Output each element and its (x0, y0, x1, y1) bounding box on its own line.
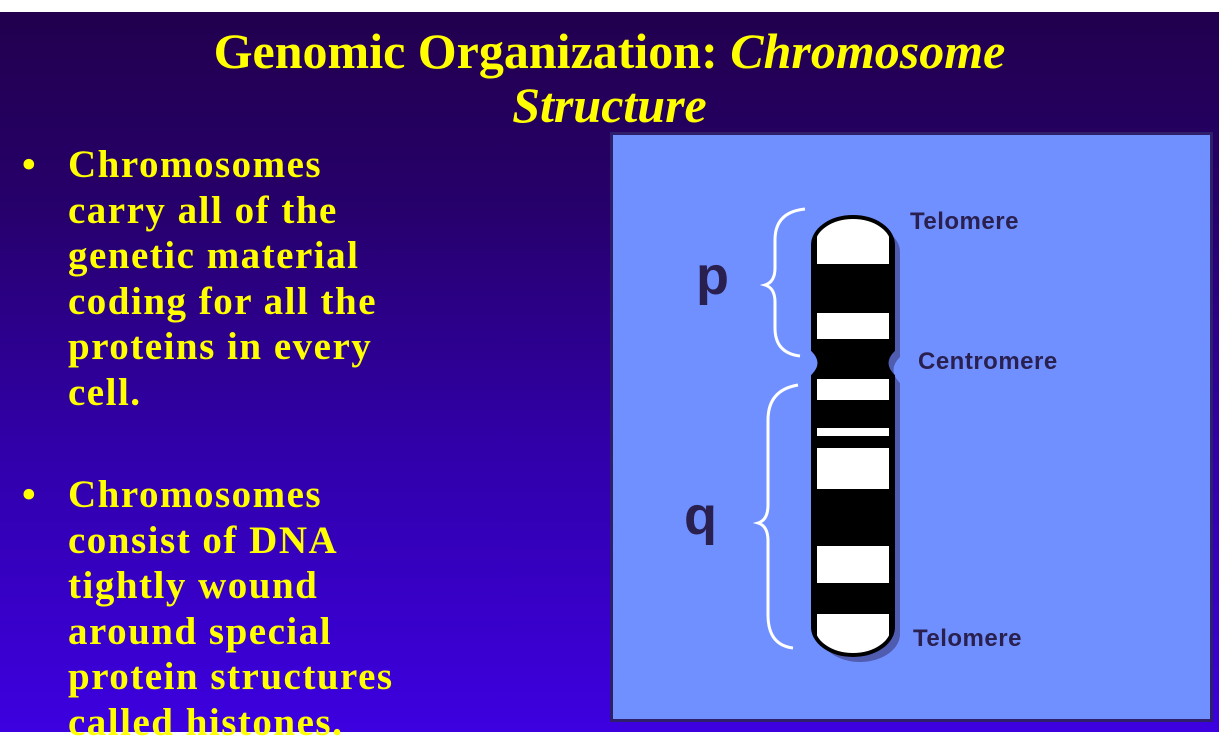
telomere-top-label: Telomere (910, 208, 1019, 235)
q-brace-icon (752, 383, 799, 650)
chromosome-outline (811, 215, 895, 657)
title-regular: Genomic Organization: (213, 23, 731, 79)
p-brace-icon (759, 207, 806, 358)
bullet-dot-icon: • (22, 143, 38, 186)
chromosome-bands (813, 217, 893, 655)
bullet-text: Chromosomes carry all of the genetic mat… (68, 143, 378, 414)
chromosome-figure: Telomere Centromere Telomere p q (610, 132, 1213, 722)
slide-title-line2: Structure (0, 78, 1219, 132)
title-italic: Chromosome (730, 23, 1006, 79)
telomere-bottom-label: Telomere (913, 625, 1022, 652)
bullet-2: • Chromosomes consist of DNA tightly wou… (22, 472, 548, 745)
q-arm-label: q (684, 486, 717, 546)
p-arm-label: p (696, 246, 729, 306)
bullet-text: Chromosomes consist of DNA tightly wound… (68, 473, 394, 744)
chromosome-diagram (752, 207, 900, 662)
bullet-1: • Chromosomes carry all of the genetic m… (22, 142, 548, 415)
bullet-dot-icon: • (22, 473, 38, 516)
title-italic-2: Structure (512, 77, 707, 133)
slide-title-line1: Genomic Organization: Chromosome (0, 24, 1219, 78)
centromere-label: Centromere (918, 348, 1058, 375)
